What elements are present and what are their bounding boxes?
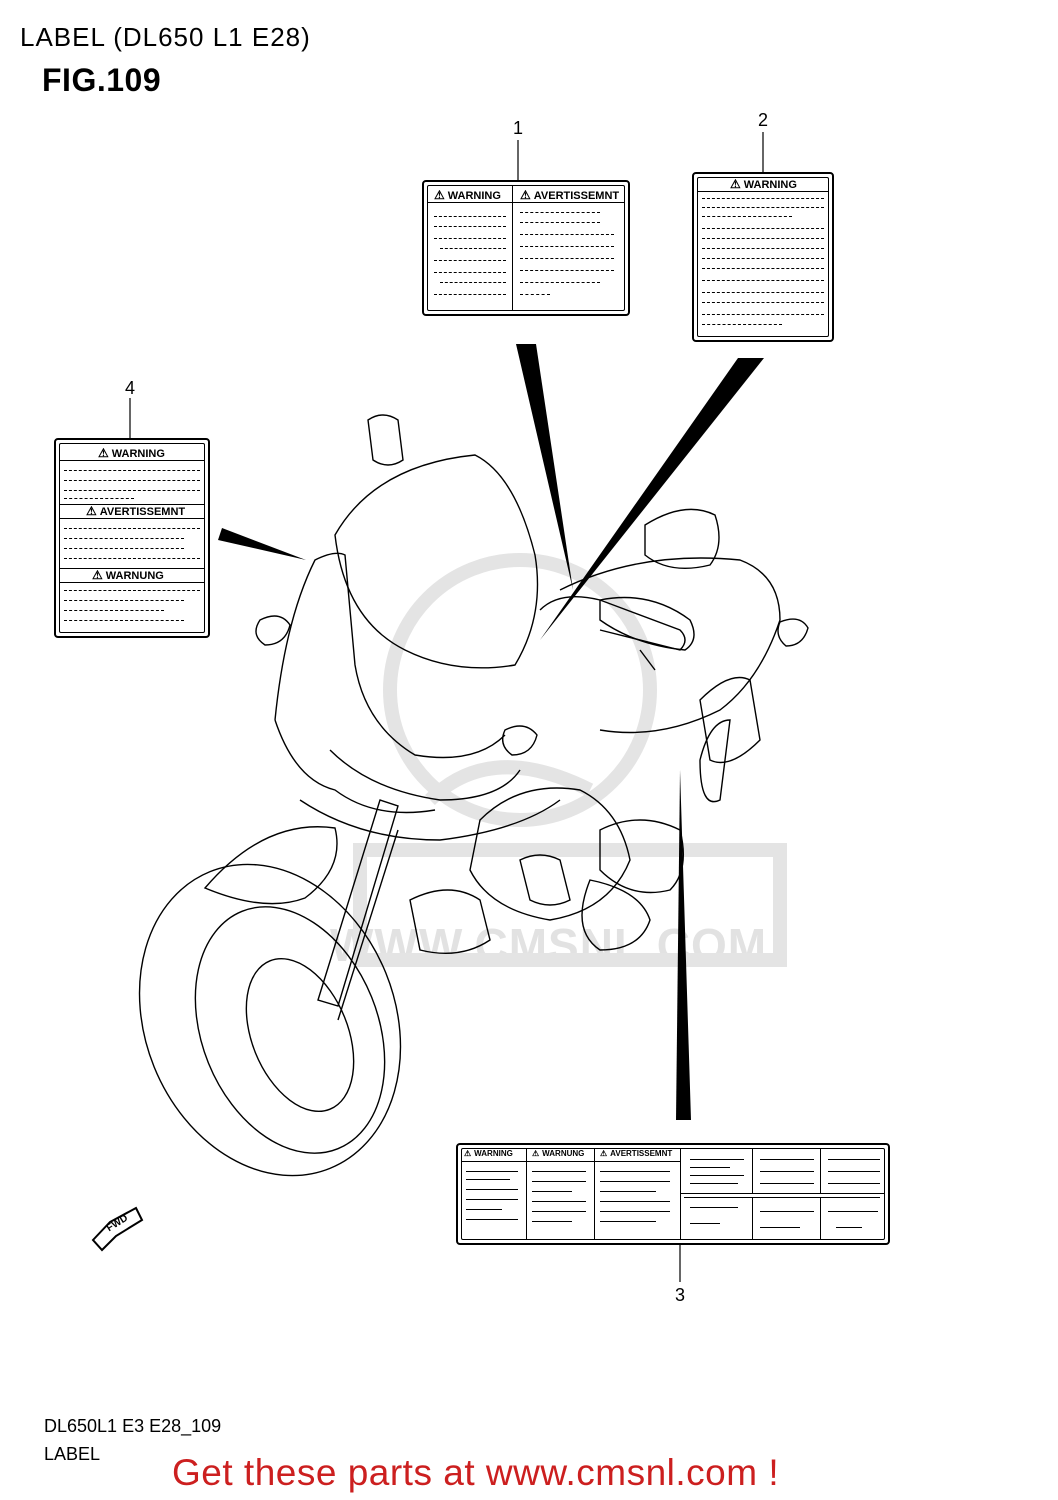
warning-triangle-icon: ⚠ — [86, 504, 97, 518]
label-heading: WARNUNG — [542, 1149, 585, 1158]
pointer-wedges — [218, 344, 764, 1120]
page-header: LABEL (DL650 L1 E28) — [20, 22, 311, 52]
diagram-name: LABEL — [44, 1444, 101, 1464]
callout-number: 1 — [512, 118, 523, 138]
motorcycle-outline — [138, 414, 809, 1177]
warning-triangle-icon: ⚠ — [464, 1149, 472, 1158]
callout-number: 2 — [757, 110, 768, 130]
warning-triangle-icon: ⚠ — [730, 177, 741, 191]
callout-leaders — [129, 132, 764, 1282]
fwd-arrow — [91, 1206, 144, 1252]
label-heading: AVERTISSEMNT — [610, 1149, 673, 1158]
warning-triangle-icon: ⚠ — [92, 568, 103, 582]
label-heading: WARNUNG — [105, 570, 164, 582]
warning-triangle-icon: ⚠ — [520, 188, 531, 202]
warning-label-1: ⚠WARNING ⚠AVERTISSEMNT — [422, 180, 630, 316]
watermark-logo — [353, 553, 787, 967]
label-heading: WARNING — [743, 179, 797, 191]
label-heading: WARNING — [447, 190, 501, 202]
label-heading: WARNING — [111, 448, 165, 460]
label-heading: AVERTISSEMNT — [533, 190, 620, 202]
label-heading: AVERTISSEMNT — [99, 506, 186, 518]
label-heading: WARNING — [474, 1149, 513, 1158]
warning-label-4: ⚠WARNING ⚠AVERTISSEMNT ⚠WARNUNG — [54, 438, 210, 638]
warning-triangle-icon: ⚠ — [98, 446, 109, 460]
figure-number: FIG.109 — [42, 62, 162, 98]
callout-number: 3 — [674, 1285, 685, 1305]
warning-triangle-icon: ⚠ — [600, 1149, 608, 1158]
diagram-code: DL650L1 E3 E28_109 — [44, 1416, 222, 1436]
warning-label-2: ⚠WARNING — [692, 172, 834, 342]
callout-number: 4 — [124, 378, 135, 398]
warning-triangle-icon: ⚠ — [434, 188, 445, 202]
warning-triangle-icon: ⚠ — [532, 1149, 540, 1158]
warning-label-3: ⚠WARNING ⚠WARNUNG ⚠AVERTISSEMNT — [456, 1143, 890, 1245]
promo-link[interactable]: Get these parts at www.cmsnl.com ! — [172, 1452, 780, 1493]
